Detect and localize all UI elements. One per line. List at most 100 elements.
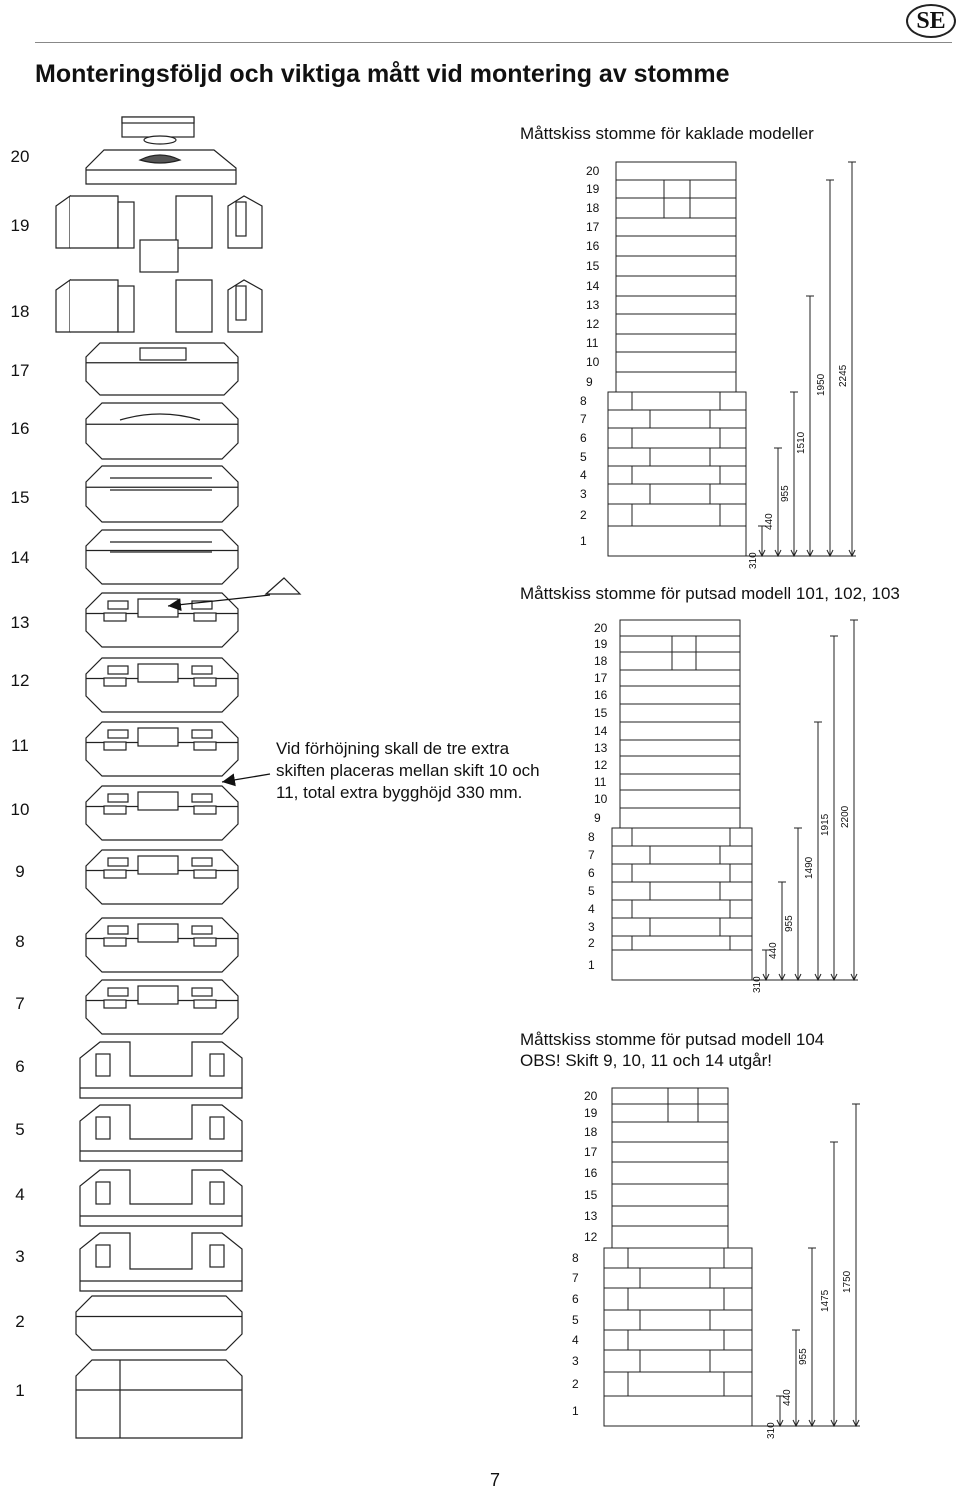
sketch-course-label: 5 xyxy=(572,1313,579,1327)
sketch-course-label: 17 xyxy=(594,671,608,685)
sketch-course-row xyxy=(611,1141,729,1163)
sketch-course-row xyxy=(615,351,737,373)
sketch-course-row xyxy=(611,881,753,901)
dimension-value: 310 xyxy=(752,976,763,993)
course-block-5 xyxy=(79,1104,243,1162)
course-number: 14 xyxy=(10,548,30,567)
raised-height-note: Vid förhöjning skall de tre extra skifte… xyxy=(276,739,540,802)
sketch-course-row xyxy=(603,1395,753,1427)
sketch-course-label: 5 xyxy=(588,884,595,898)
sketch-course-label: 1 xyxy=(588,958,595,972)
sketch-course-row xyxy=(619,619,741,637)
course-block-3 xyxy=(79,1232,243,1292)
sketch-title-tiled: Måttskiss stomme för kaklade modeller xyxy=(520,124,814,143)
sketch-course-label: 19 xyxy=(584,1106,598,1120)
sketch-course-row xyxy=(619,635,741,653)
page-number: 7 xyxy=(489,1470,500,1490)
sketch-course-label: 13 xyxy=(584,1209,598,1223)
dimension-value: 1475 xyxy=(820,1289,831,1312)
sketch-course-row xyxy=(611,1183,729,1207)
dimension-value: 2200 xyxy=(840,805,851,828)
sketch-course-row xyxy=(611,1161,729,1185)
sketch-course-label: 17 xyxy=(584,1145,598,1159)
course-block-9 xyxy=(85,849,239,905)
sketch-course-row xyxy=(615,371,737,393)
sketch-course-row xyxy=(615,295,737,315)
sketch-course-row xyxy=(603,1329,753,1351)
sketch-course-label: 20 xyxy=(594,621,608,635)
sketch-course-row xyxy=(619,669,741,687)
course-number: 6 xyxy=(15,1057,25,1076)
sketch-course-row xyxy=(615,255,737,277)
course-block-illustrations xyxy=(55,116,263,1439)
sketch-course-row xyxy=(611,949,753,981)
dimension-value: 1490 xyxy=(804,856,815,879)
course-number: 5 xyxy=(15,1120,25,1139)
page-title: Monteringsföljd och viktiga mått vid mon… xyxy=(35,60,730,88)
sketch-course-label: 19 xyxy=(594,637,608,651)
sketch-course-label: 7 xyxy=(588,848,595,862)
arrow-to-course-13 xyxy=(167,594,271,612)
arrow-to-course-10 xyxy=(221,773,271,787)
course-block-17 xyxy=(85,342,239,396)
course-number: 7 xyxy=(15,994,25,1013)
sketch-course-row xyxy=(603,1267,753,1289)
sketch-course-label: 8 xyxy=(580,394,587,408)
course-block-6 xyxy=(79,1041,243,1099)
sketch-course-row xyxy=(611,845,753,865)
sketch-course-row xyxy=(603,1247,753,1269)
sketch-course-label: 2 xyxy=(588,936,595,950)
sketch-course-row xyxy=(611,935,753,951)
dimension-value: 440 xyxy=(782,1389,793,1406)
sketch-course-label: 15 xyxy=(594,706,608,720)
sketch-course-label: 7 xyxy=(580,412,587,426)
course-block-4 xyxy=(79,1169,243,1227)
course-block-7 xyxy=(85,979,239,1035)
sketch-course-label: 13 xyxy=(594,741,608,755)
sketch-course-row xyxy=(615,197,737,219)
course-number: 17 xyxy=(10,361,30,380)
sketch-course-label: 3 xyxy=(580,487,587,501)
sketch-course-label: 13 xyxy=(586,298,600,312)
sketch-course-label: 3 xyxy=(588,920,595,934)
sketch-course-row xyxy=(611,917,753,937)
course-block-1 xyxy=(75,1359,243,1439)
sketch-course-label: 8 xyxy=(588,830,595,844)
dimension-value: 310 xyxy=(748,552,759,569)
course-block-16 xyxy=(85,402,239,460)
sketch-course-row xyxy=(619,651,741,671)
dimension-value: 1750 xyxy=(842,1270,853,1293)
sketch-course-label: 1 xyxy=(580,534,587,548)
course-number: 20 xyxy=(10,147,30,166)
sketch-course-label: 16 xyxy=(586,239,600,253)
sketch-course-row xyxy=(607,525,747,557)
sketch-course-row xyxy=(615,235,737,257)
sketch-course-label: 14 xyxy=(586,279,600,293)
sketch-course-row xyxy=(603,1371,753,1397)
sketch-course-row xyxy=(615,275,737,297)
sketch-course-row xyxy=(611,827,753,847)
sketch-course-label: 11 xyxy=(586,336,599,350)
course-block-2 xyxy=(75,1295,243,1351)
sketch-course-row xyxy=(603,1349,753,1373)
sketch-course-label: 8 xyxy=(572,1251,579,1265)
sketch-course-label: 19 xyxy=(586,182,600,196)
course-block-14 xyxy=(85,529,239,585)
wedge-piece xyxy=(264,577,302,595)
sketch-course-row xyxy=(615,313,737,335)
sketch-course-row xyxy=(607,483,747,505)
course-number: 1 xyxy=(15,1381,25,1400)
course-number: 3 xyxy=(15,1247,25,1266)
sketch-course-label: 20 xyxy=(586,164,600,178)
sketch-course-label: 2 xyxy=(572,1377,579,1391)
dimension-sketches xyxy=(603,161,860,1428)
sketch-course-label: 6 xyxy=(580,431,587,445)
course-number: 13 xyxy=(10,613,30,632)
sketch-course-row xyxy=(615,217,737,237)
sketch-course-row xyxy=(615,333,737,353)
dimension-value: 1950 xyxy=(816,373,827,396)
header-rule xyxy=(35,42,952,43)
sketch-course-row xyxy=(607,503,747,527)
sketch-course-row xyxy=(619,755,741,775)
